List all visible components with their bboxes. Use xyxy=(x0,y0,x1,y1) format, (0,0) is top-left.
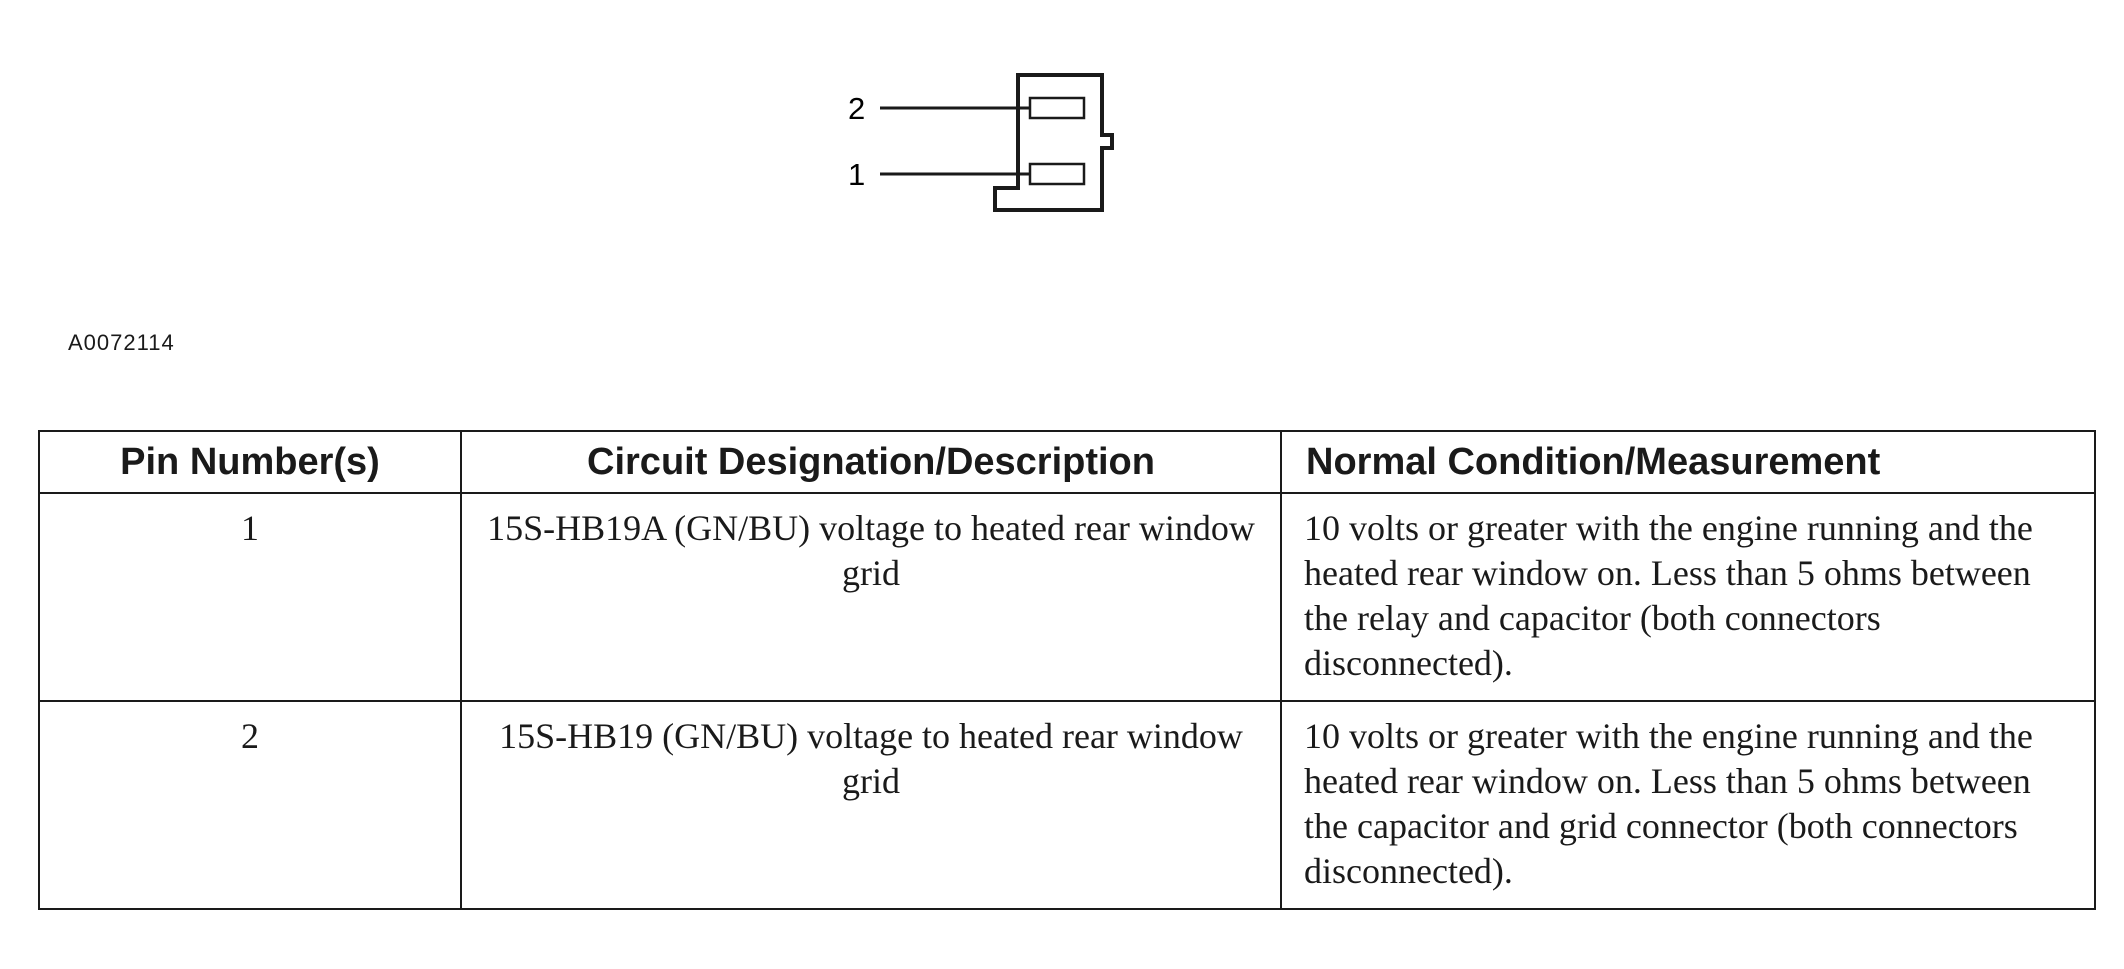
pin-1-label: 1 xyxy=(848,157,865,192)
header-circuit: Circuit Designation/Description xyxy=(460,430,1282,494)
connector-diagram: 2 1 xyxy=(848,73,1114,212)
condition-cell: 10 volts or greater with the engine runn… xyxy=(1280,492,2096,702)
figure-id: A0072114 xyxy=(68,330,175,355)
pin-number-cell: 1 xyxy=(38,492,462,702)
connector-housing xyxy=(993,73,1114,212)
pin-2-terminal xyxy=(1028,96,1086,120)
table-row: 2 15S-HB19 (GN/BU) voltage to heated rea… xyxy=(38,700,2096,910)
circuit-cell: 15S-HB19A (GN/BU) voltage to heated rear… xyxy=(460,492,1282,702)
header-pin-number: Pin Number(s) xyxy=(38,430,462,494)
table-header-row: Pin Number(s) Circuit Designation/Descri… xyxy=(38,430,2096,494)
condition-cell: 10 volts or greater with the engine runn… xyxy=(1280,700,2096,910)
header-condition: Normal Condition/Measurement xyxy=(1280,430,2096,494)
pin-number-cell: 2 xyxy=(38,700,462,910)
pin-table: Pin Number(s) Circuit Designation/Descri… xyxy=(38,430,2096,910)
pin-2-label: 2 xyxy=(848,91,865,126)
table-row: 1 15S-HB19A (GN/BU) voltage to heated re… xyxy=(38,492,2096,702)
circuit-cell: 15S-HB19 (GN/BU) voltage to heated rear … xyxy=(460,700,1282,910)
pin-1-terminal xyxy=(1028,162,1086,186)
